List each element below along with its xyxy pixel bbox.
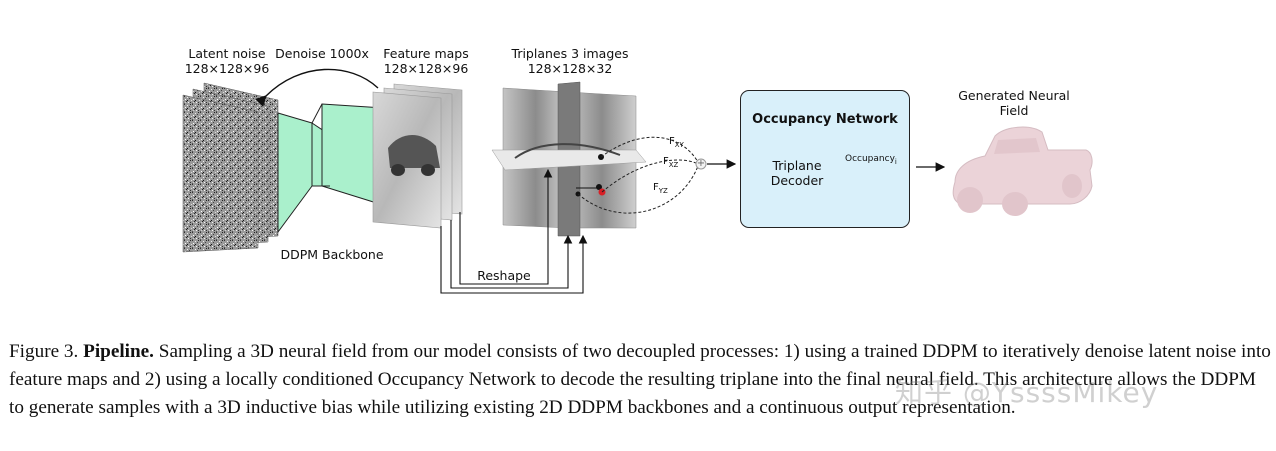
sum-node — [695, 158, 707, 170]
pipeline-diagram: Latent noise 128×128×96 Denoise 1000x Fe… — [182, 46, 1093, 294]
feature-maps-title: Feature maps — [383, 46, 469, 61]
feature-maps-dims: 128×128×96 — [383, 61, 469, 76]
occupancy-network-box: Occupancy Network — [740, 90, 910, 228]
reshape-label: Reshape — [477, 268, 531, 283]
feature-xy-label: FXY — [669, 136, 684, 149]
reshape-connectors — [440, 168, 588, 294]
decoder-line1: Triplane — [772, 158, 822, 173]
occupancy-network-title: Occupancy Network — [752, 112, 898, 127]
triplanes-title: Triplanes 3 images — [511, 46, 629, 61]
latent-noise-title: Latent noise — [188, 46, 266, 61]
decoder-line2: Decoder — [770, 173, 824, 188]
occupancy-output-label: Occupancyi — [845, 154, 897, 166]
ddpm-backbone-shape — [277, 103, 384, 234]
denoise-arrow — [255, 68, 379, 107]
pipeline-diagram-graphic — [182, 68, 1093, 294]
feature-maps-stack — [372, 83, 463, 229]
latent-noise-dims: 128×128×96 — [184, 61, 270, 76]
generated-field-line1: Generated Neural — [958, 88, 1070, 103]
triplanes-image — [491, 81, 647, 237]
caption-bold: Pipeline. — [83, 341, 154, 362]
watermark-text: 知乎 @YssssMikey — [895, 376, 1159, 409]
feature-yz-label: FYZ — [653, 182, 668, 195]
triplanes-dims: 128×128×32 — [527, 61, 613, 76]
ddpm-backbone-label: DDPM Backbone — [280, 247, 384, 262]
caption-label: Figure 3. — [9, 341, 79, 362]
denoise-label: Denoise 1000x — [275, 46, 369, 61]
latent-noise-stack — [182, 82, 279, 253]
figure-caption: Figure 3. Pipeline. Sampling a 3D neural… — [9, 338, 1271, 422]
feature-xz-label: FXZ — [663, 156, 679, 169]
caption-text: Sampling a 3D neural field from our mode… — [9, 341, 1271, 418]
feature-sample-curves — [577, 136, 699, 214]
generated-field-line2: Field — [999, 103, 1029, 118]
generated-car-image — [952, 126, 1093, 216]
sum-symbol: + — [696, 158, 706, 169]
